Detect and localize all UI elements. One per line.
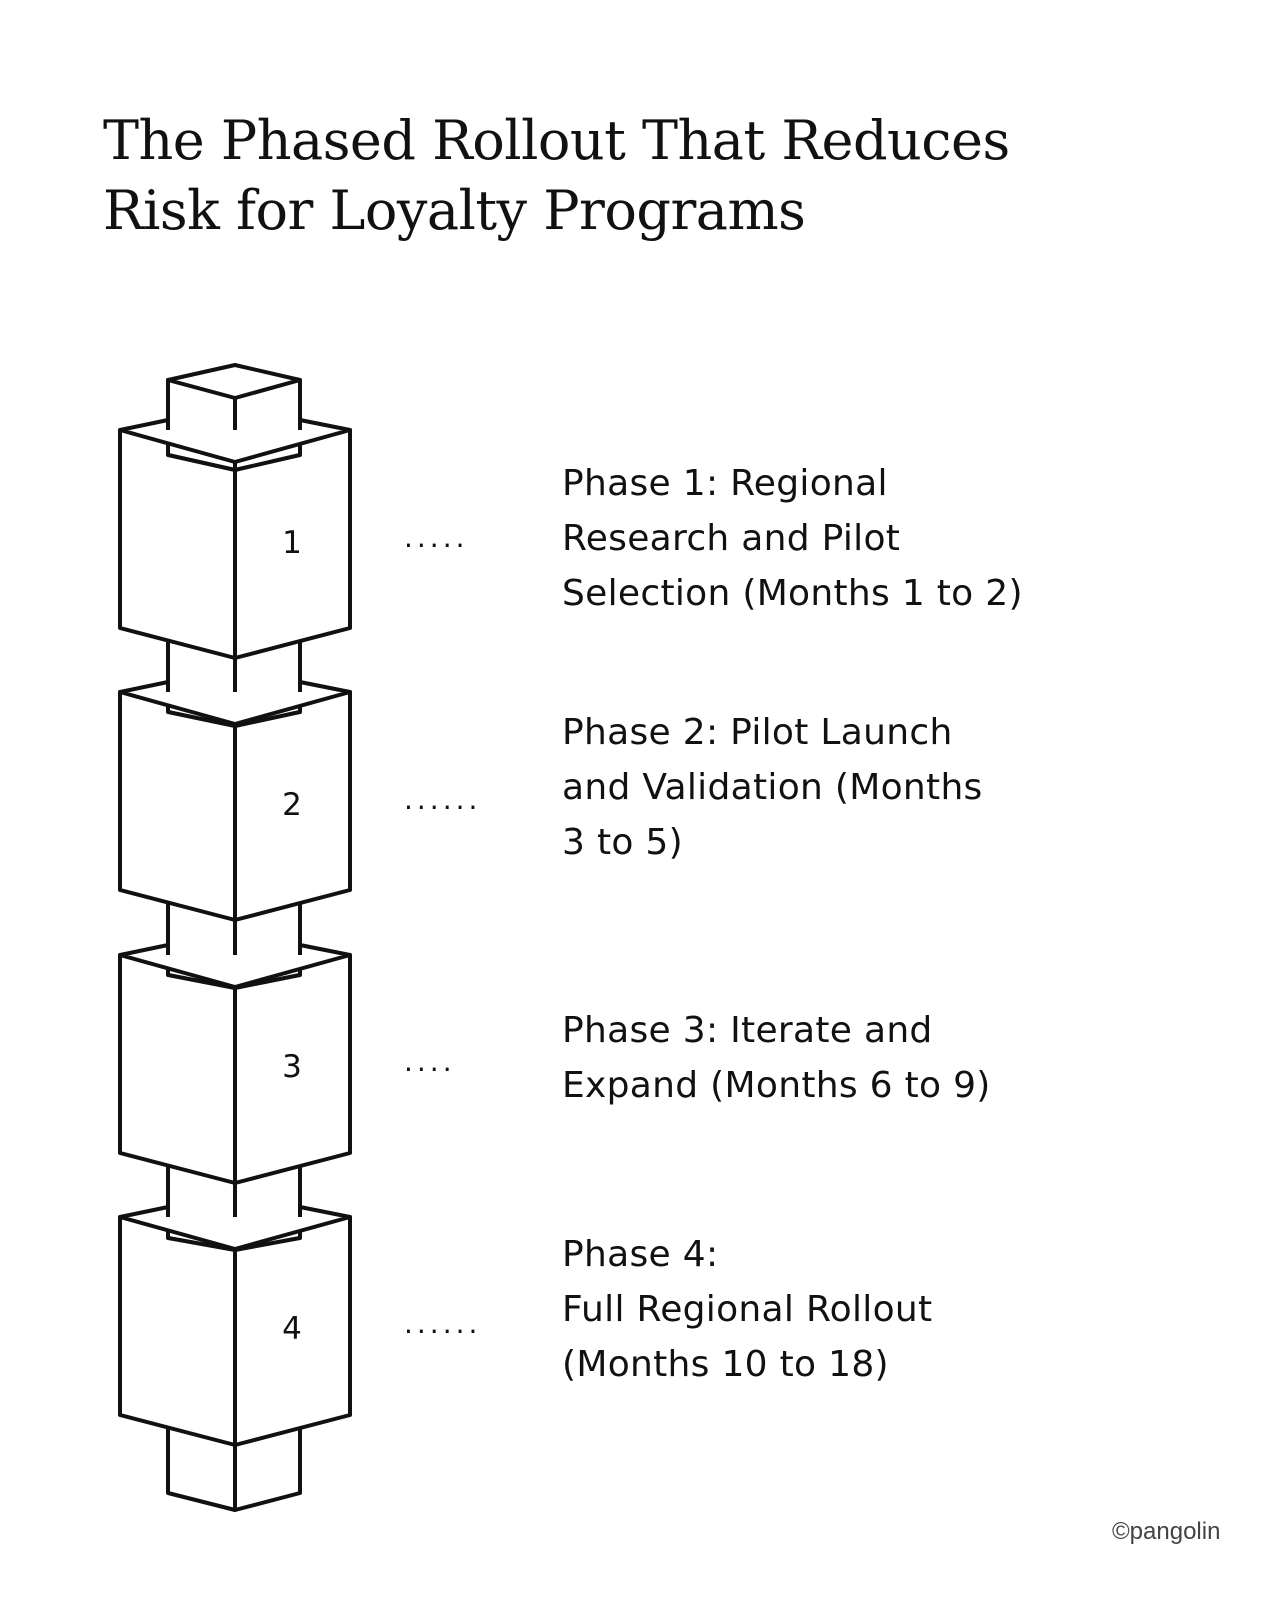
phase-2-line-2: and Validation (Months <box>562 767 983 808</box>
phase-box-1: 1 <box>118 418 352 660</box>
leader-dots-2: ...... <box>404 783 482 816</box>
leader-dots-3: .... <box>404 1045 456 1078</box>
leader-dots-1: ..... <box>404 521 469 554</box>
phase-3-line-2: Expand (Months 6 to 9) <box>562 1065 991 1106</box>
phase-label-4: Phase 4: Full Regional Rollout (Months 1… <box>562 1227 932 1392</box>
title-line-1: The Phased Rollout That Reduces <box>103 109 1010 172</box>
phase-1-line-2: Research and Pilot <box>562 518 901 559</box>
phase-1-line-3: Selection (Months 1 to 2) <box>562 573 1023 614</box>
phase-label-2: Phase 2: Pilot Launch and Validation (Mo… <box>562 705 983 870</box>
phase-1-line-1: Phase 1: Regional <box>562 463 888 504</box>
phase-4-line-1: Phase 4: <box>562 1234 719 1275</box>
phase-label-3: Phase 3: Iterate and Expand (Months 6 to… <box>562 1003 991 1113</box>
phase-3-line-1: Phase 3: Iterate and <box>562 1010 933 1051</box>
title-line-2: Risk for Loyalty Programs <box>103 179 806 242</box>
box-number-4: 4 <box>282 1311 302 1347</box>
credit-watermark: ©pangolin <box>1112 1518 1221 1545</box>
phase-box-2: 2 <box>118 680 352 922</box>
box-number-1: 1 <box>282 525 302 561</box>
phase-box-3: 3 <box>118 943 352 1185</box>
box-number-2: 2 <box>282 787 302 823</box>
phase-label-1: Phase 1: Regional Research and Pilot Sel… <box>562 456 1023 621</box>
phase-4-line-2: Full Regional Rollout <box>562 1289 933 1330</box>
phase-4-line-3: (Months 10 to 18) <box>562 1344 889 1385</box>
leader-dots-4: ...... <box>404 1307 482 1340</box>
phase-2-line-1: Phase 2: Pilot Launch <box>562 712 953 753</box>
phase-2-line-3: 3 to 5) <box>562 822 683 863</box>
phase-box-4: 4 <box>118 1205 352 1447</box>
diagram-title: The Phased Rollout That Reduces Risk for… <box>103 106 1103 246</box>
box-number-3: 3 <box>282 1049 302 1085</box>
